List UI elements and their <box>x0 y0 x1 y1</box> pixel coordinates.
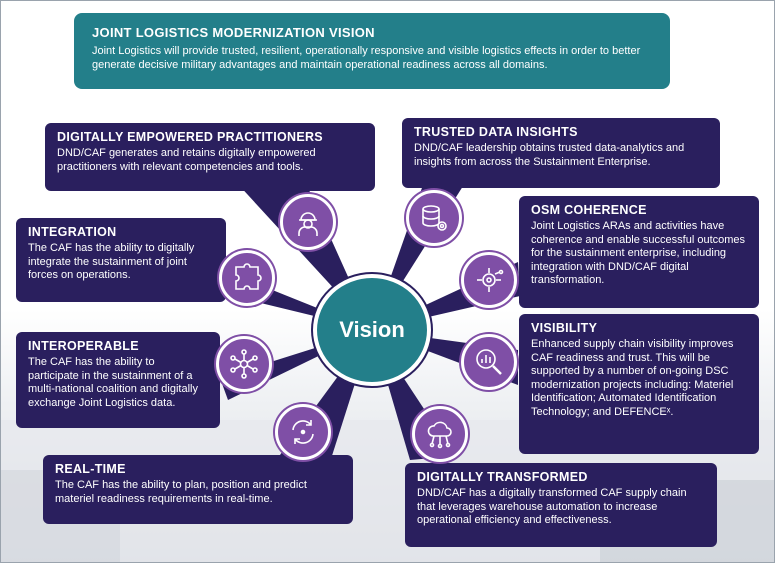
card-title: TRUSTED DATA INSIGHTS <box>414 125 578 139</box>
card-digitally-transformed: DIGITALLY TRANSFORMED DND/CAF has a digi… <box>405 463 717 547</box>
card-body: Joint Logistics ARAs and activities have… <box>531 220 746 287</box>
card-title: INTEROPERABLE <box>28 339 139 353</box>
card-title: OSM COHERENCE <box>531 203 647 217</box>
card-body: Enhanced supply chain visibility improve… <box>531 338 734 418</box>
network-icon <box>216 336 272 392</box>
card-integration: INTEGRATION The CAF has the ability to d… <box>16 218 226 302</box>
vision-body: Joint Logistics will provide trusted, re… <box>92 45 641 71</box>
card-body: The CAF has the ability to digitally int… <box>28 242 195 282</box>
card-interoperable: INTEROPERABLE The CAF has the ability to… <box>16 332 220 428</box>
database-gear-icon <box>406 190 462 246</box>
card-body: The CAF has the ability to plan, positio… <box>55 479 307 505</box>
hub-label: Vision <box>339 317 405 342</box>
card-trusted-data: TRUSTED DATA INSIGHTS DND/CAF leadership… <box>402 118 720 188</box>
vision-banner: JOINT LOGISTICS MODERNIZATION VISION Joi… <box>74 13 670 89</box>
card-body: DND/CAF generates and retains digitally … <box>57 147 316 173</box>
vision-title: JOINT LOGISTICS MODERNIZATION VISION <box>92 25 375 40</box>
card-title: DIGITALLY EMPOWERED PRACTITIONERS <box>57 130 323 144</box>
cloud-network-icon <box>412 406 468 462</box>
card-title: DIGITALLY TRANSFORMED <box>417 470 588 484</box>
card-title: INTEGRATION <box>28 225 117 239</box>
circuit-gear-icon <box>461 252 517 308</box>
worker-icon <box>280 194 336 250</box>
card-visibility: VISIBILITY Enhanced supply chain visibil… <box>519 314 759 454</box>
card-osm-coherence: OSM COHERENCE Joint Logistics ARAs and a… <box>519 196 759 308</box>
card-body: The CAF has the ability to participate i… <box>28 356 198 409</box>
card-title: VISIBILITY <box>531 321 598 335</box>
card-real-time: REAL-TIME The CAF has the ability to pla… <box>43 455 353 524</box>
card-title: REAL-TIME <box>55 462 126 476</box>
magnifier-chart-icon <box>461 334 517 390</box>
vision-hub: Vision <box>313 274 431 386</box>
puzzle-icon <box>219 250 275 306</box>
card-body: DND/CAF has a digitally transformed CAF … <box>417 487 687 527</box>
card-body: DND/CAF leadership obtains trusted data-… <box>414 142 685 168</box>
cycle-icon <box>275 404 331 460</box>
card-practitioners: DIGITALLY EMPOWERED PRACTITIONERS DND/CA… <box>45 123 375 191</box>
